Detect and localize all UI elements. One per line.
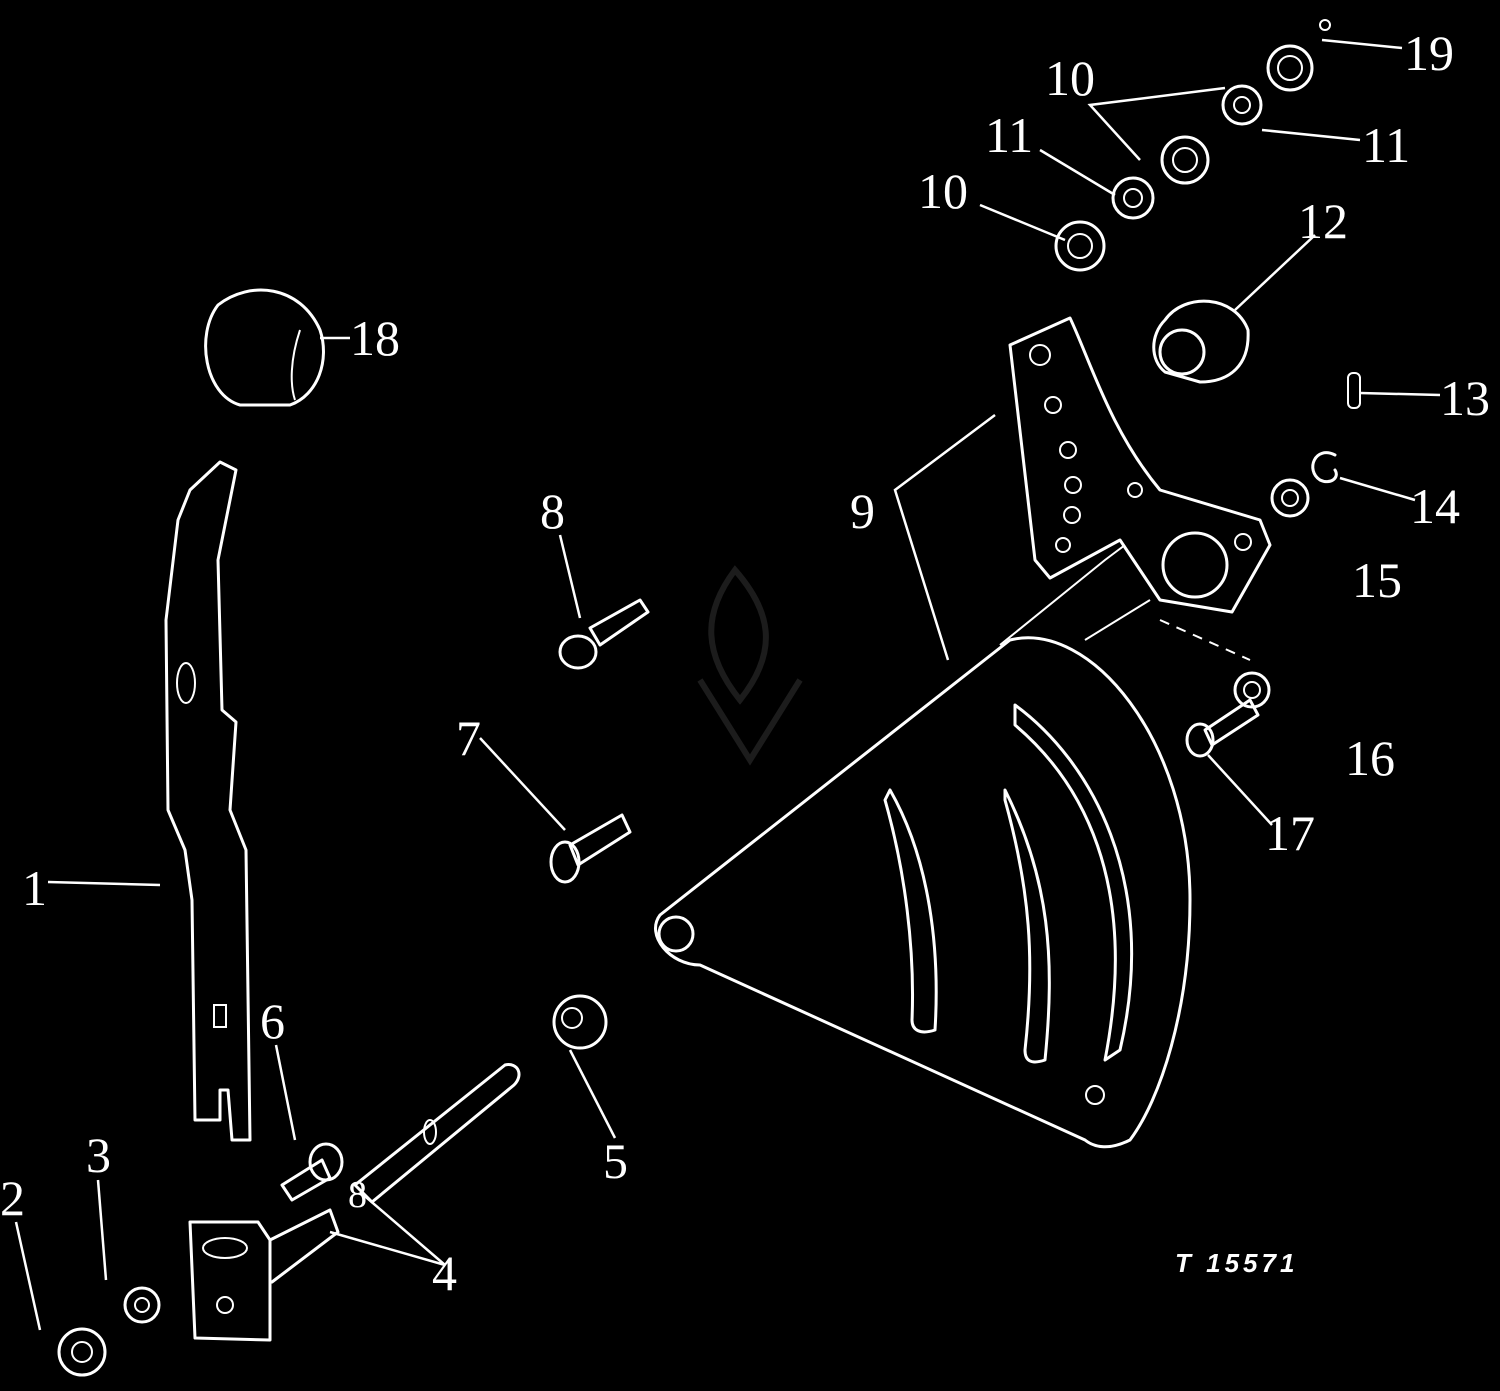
callout-19: 19 xyxy=(1404,25,1454,81)
part-4-bracket-rod xyxy=(188,1063,521,1342)
figure-reference: T 15571 xyxy=(1175,1248,1298,1278)
callout-7: 7 xyxy=(456,710,481,766)
part-18-knob xyxy=(204,288,325,407)
callout-11-right: 11 xyxy=(1362,117,1410,173)
callout-8-lower: 8 xyxy=(348,1174,367,1216)
callout-3: 3 xyxy=(86,1127,111,1183)
callout-16: 16 xyxy=(1345,730,1395,786)
part-11-nut-upper xyxy=(1221,84,1263,126)
part-10-washer-upper xyxy=(1160,135,1210,185)
callout-8-upper: 8 xyxy=(540,483,565,539)
callout-10-upper: 10 xyxy=(1045,50,1095,106)
part-3-washer xyxy=(123,1286,161,1324)
part-17-bolt xyxy=(1185,698,1260,758)
part-5-nut xyxy=(552,994,608,1050)
part-16-washer xyxy=(1233,671,1271,709)
part-11-nut-lower xyxy=(1111,176,1155,220)
callout-18: 18 xyxy=(350,310,400,366)
callout-10-lower: 10 xyxy=(918,163,968,219)
callout-9: 9 xyxy=(850,483,875,539)
part-7-bolt xyxy=(549,813,632,884)
callout-17: 17 xyxy=(1265,805,1315,861)
callout-6: 6 xyxy=(260,993,285,1049)
callout-5: 5 xyxy=(603,1133,628,1189)
part-15-washer xyxy=(1270,478,1310,518)
callout-1: 1 xyxy=(22,860,47,916)
callout-4: 4 xyxy=(432,1245,457,1301)
part-9-sector-plate xyxy=(654,316,1272,1149)
part-13-pin xyxy=(1347,372,1361,409)
part-12-hub xyxy=(1152,299,1250,384)
part-6-bolt xyxy=(280,1142,344,1202)
part-10-washer-lower xyxy=(1054,220,1106,272)
part-19-washer xyxy=(1266,19,1331,92)
callout-14: 14 xyxy=(1410,478,1460,534)
callout-15: 15 xyxy=(1352,552,1402,608)
part-8-bolt-upper xyxy=(558,598,650,670)
part-2-nut xyxy=(57,1327,107,1377)
part-14-clip xyxy=(1311,451,1338,484)
part-1-lever xyxy=(164,460,252,1142)
callout-12: 12 xyxy=(1298,193,1348,249)
callout-labels: 1 2 3 4 5 6 7 8 8 9 10 10 11 11 12 13 14… xyxy=(0,25,1490,1301)
callout-11-left: 11 xyxy=(985,107,1033,163)
leader-lines xyxy=(14,38,1441,1331)
callout-13: 13 xyxy=(1440,370,1490,426)
callout-2: 2 xyxy=(0,1170,25,1226)
watermark-logo xyxy=(697,565,803,766)
